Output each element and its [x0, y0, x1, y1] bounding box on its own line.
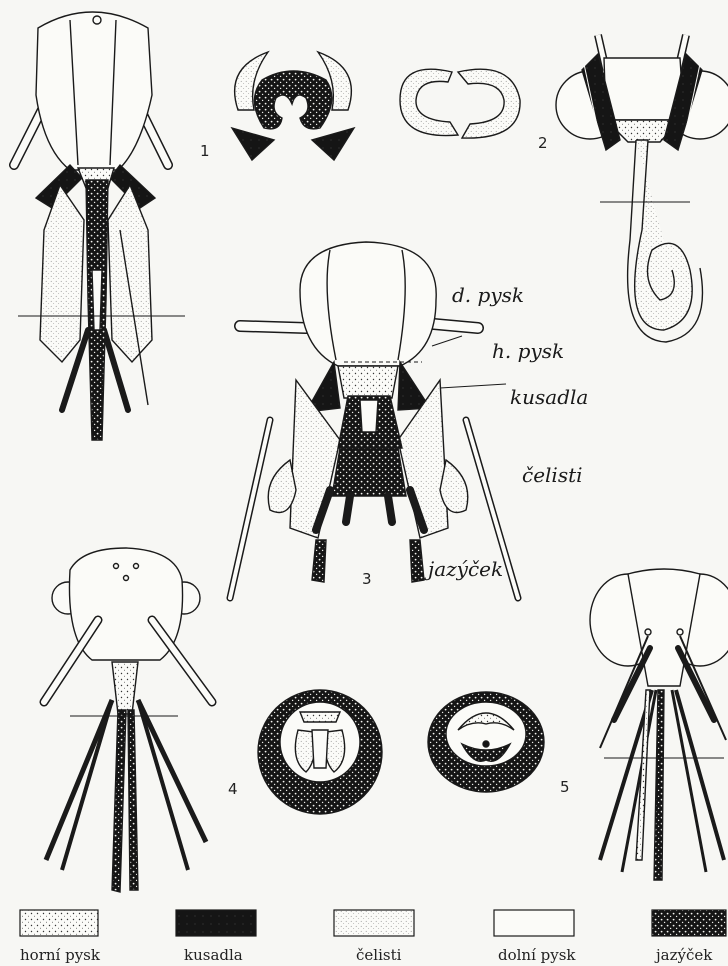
- legend-item-glossa: jazýček: [652, 910, 726, 964]
- legend-swatch: [652, 910, 726, 936]
- handwritten-label-glossa: jazýček: [424, 557, 503, 581]
- figure-number: 3: [362, 570, 372, 588]
- figure-number: 5: [560, 778, 570, 796]
- legend-swatch: [176, 910, 256, 936]
- legend: horní pysk kusadla čelisti dolní pysk ja…: [20, 910, 726, 964]
- handwritten-label-mandibles: kusadla: [510, 385, 588, 409]
- figure-4-specimen: [44, 548, 212, 892]
- legend-label: dolní pysk: [498, 946, 576, 964]
- figure-number: 2: [538, 134, 548, 152]
- legend-item-labrum: horní pysk: [20, 910, 101, 964]
- figure-5-cross-section: [428, 692, 544, 792]
- figure-1-cross-section: [232, 52, 354, 160]
- figure-number: 1: [200, 142, 210, 160]
- legend-item-mandibles: kusadla: [176, 910, 256, 964]
- legend-label: čelisti: [356, 946, 402, 964]
- handwritten-label-lower-lip: h. pysk: [492, 339, 564, 363]
- figure-number: 4: [228, 780, 238, 798]
- legend-swatch: [20, 910, 98, 936]
- legend-label: kusadla: [184, 946, 243, 964]
- figure-2-specimen: [556, 35, 728, 342]
- figure-5-specimen: [590, 569, 728, 880]
- handwritten-label-upper-lip: d. pysk: [452, 283, 524, 307]
- legend-label: horní pysk: [20, 946, 101, 964]
- legend-label: jazýček: [654, 946, 713, 964]
- figure-4-cross-section: [258, 690, 382, 814]
- handwritten-label-maxillae: čelisti: [522, 463, 583, 487]
- legend-item-labium: dolní pysk: [494, 910, 576, 964]
- figure-1-specimen: [14, 12, 185, 440]
- legend-item-maxillae: čelisti: [334, 910, 414, 964]
- figure-2-cross-section: [400, 69, 520, 138]
- legend-swatch: [494, 910, 574, 936]
- legend-swatch: [334, 910, 414, 936]
